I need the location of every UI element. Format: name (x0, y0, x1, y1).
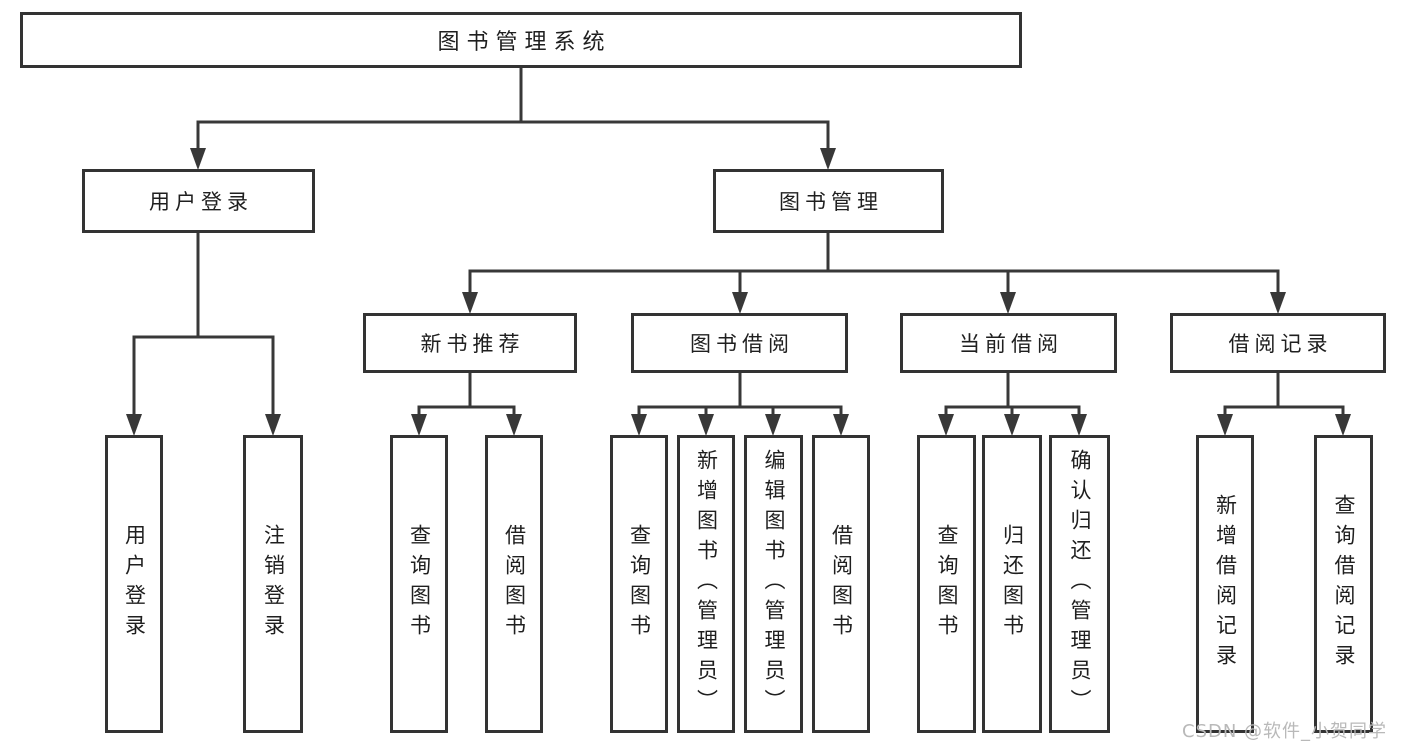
leaf-query-books-recommend: 查询图书 (390, 435, 448, 733)
connector-lines (132, 67, 1345, 417)
node-library-management-system: 图书管理系统 (20, 12, 1022, 68)
node-label: 借阅图书 (829, 524, 854, 644)
leaf-confirm-return-admin: 确认归还（管理员） (1049, 435, 1110, 733)
leaf-logout: 注销登录 (243, 435, 303, 733)
node-label: 新增图书（管理员） (694, 449, 719, 719)
leaf-query-books-current: 查询图书 (917, 435, 976, 733)
arrow-down-icons (126, 148, 1351, 436)
leaf-user-login: 用户登录 (105, 435, 163, 733)
leaf-add-book-admin: 新增图书（管理员） (677, 435, 735, 733)
node-label: 确认归还（管理员） (1068, 449, 1092, 719)
node-label: 用户登录 (122, 524, 147, 644)
leaf-edit-book-admin: 编辑图书（管理员） (744, 435, 803, 733)
leaf-query-books-borrow: 查询图书 (610, 435, 668, 733)
node-label: 图书借阅 (690, 332, 794, 356)
node-current-borrow: 当前借阅 (900, 313, 1117, 373)
node-label: 新增借阅记录 (1213, 494, 1238, 674)
node-label: 归还图书 (1000, 524, 1025, 644)
watermark: CSDN @软件_小贺同学 (1182, 721, 1388, 742)
node-label: 图书管理系统 (437, 30, 612, 55)
node-user-login: 用户登录 (82, 169, 315, 233)
leaf-query-borrow-record: 查询借阅记录 (1314, 435, 1373, 733)
leaf-borrow-books-recommend: 借阅图书 (485, 435, 543, 733)
leaf-add-borrow-record: 新增借阅记录 (1196, 435, 1254, 733)
node-label: 借阅记录 (1228, 332, 1333, 356)
node-book-management: 图书管理 (713, 169, 944, 233)
node-label: 查询图书 (407, 524, 432, 644)
node-label: 用户登录 (149, 190, 253, 214)
node-label: 查询图书 (935, 524, 959, 644)
node-label: 查询借阅记录 (1332, 494, 1356, 674)
node-label: 编辑图书（管理员） (762, 449, 786, 719)
leaf-borrow-books: 借阅图书 (812, 435, 870, 733)
node-label: 注销登录 (261, 524, 286, 644)
node-label: 新书推荐 (420, 332, 525, 356)
node-label: 当前借阅 (959, 332, 1063, 356)
node-label: 图书管理 (779, 190, 883, 214)
leaf-return-book: 归还图书 (982, 435, 1042, 733)
node-borrow-records: 借阅记录 (1170, 313, 1386, 373)
node-label: 查询图书 (627, 524, 652, 644)
node-label: 借阅图书 (502, 524, 527, 644)
node-book-borrow: 图书借阅 (631, 313, 848, 373)
node-new-book-recommend: 新书推荐 (363, 313, 577, 373)
